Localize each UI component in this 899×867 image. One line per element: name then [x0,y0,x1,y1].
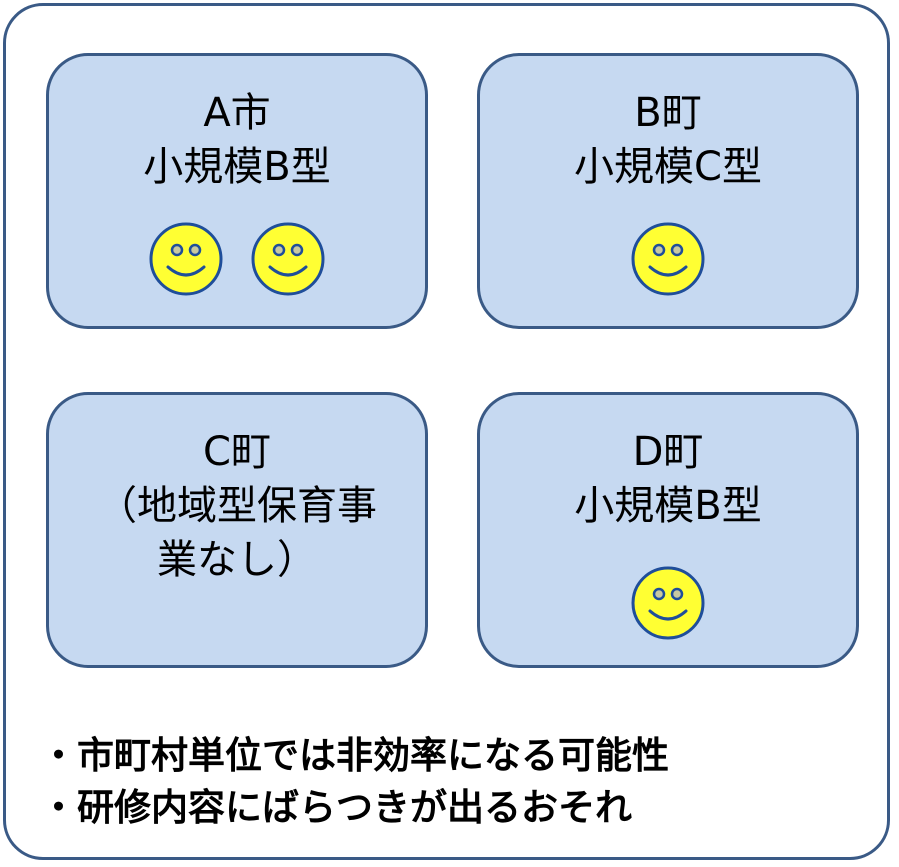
card-c-note-line-2: 業なし） [157,537,317,583]
smiley-face-icon [631,566,705,640]
card-c-town: C町 （地域型保育事 業なし） [46,392,428,668]
smiley-face-icon [631,222,705,296]
card-b-title: B町 [634,90,702,136]
card-c-title: C町 [203,429,271,475]
notes-list: ・市町村単位では非効率になる可能性 ・研修内容にばらつきが出るおそれ [40,730,870,834]
card-d-faces [480,565,856,641]
card-b-type: 小規模C型 [574,144,762,190]
note-inefficiency: ・市町村単位では非効率になる可能性 [40,734,669,777]
smiley-face-icon [149,222,223,296]
card-a-type: 小規模B型 [143,144,331,190]
card-a-text: A市 小規模B型 [49,86,425,194]
card-b-faces [480,221,856,297]
card-b-text: B町 小規模C型 [480,86,856,194]
card-d-town: D町 小規模B型 [477,392,859,668]
card-a-title: A市 [203,90,271,136]
card-c-text: C町 （地域型保育事 業なし） [49,425,425,587]
card-a-faces [49,221,425,297]
card-b-town: B町 小規模C型 [477,53,859,329]
card-d-type: 小規模B型 [574,483,762,529]
card-a-city: A市 小規模B型 [46,53,428,329]
card-d-title: D町 [632,429,704,475]
card-c-note-line-1: （地域型保育事 [97,483,377,529]
note-training-variance: ・研修内容にばらつきが出るおそれ [40,786,632,829]
card-d-text: D町 小規模B型 [480,425,856,533]
smiley-face-icon [251,222,325,296]
